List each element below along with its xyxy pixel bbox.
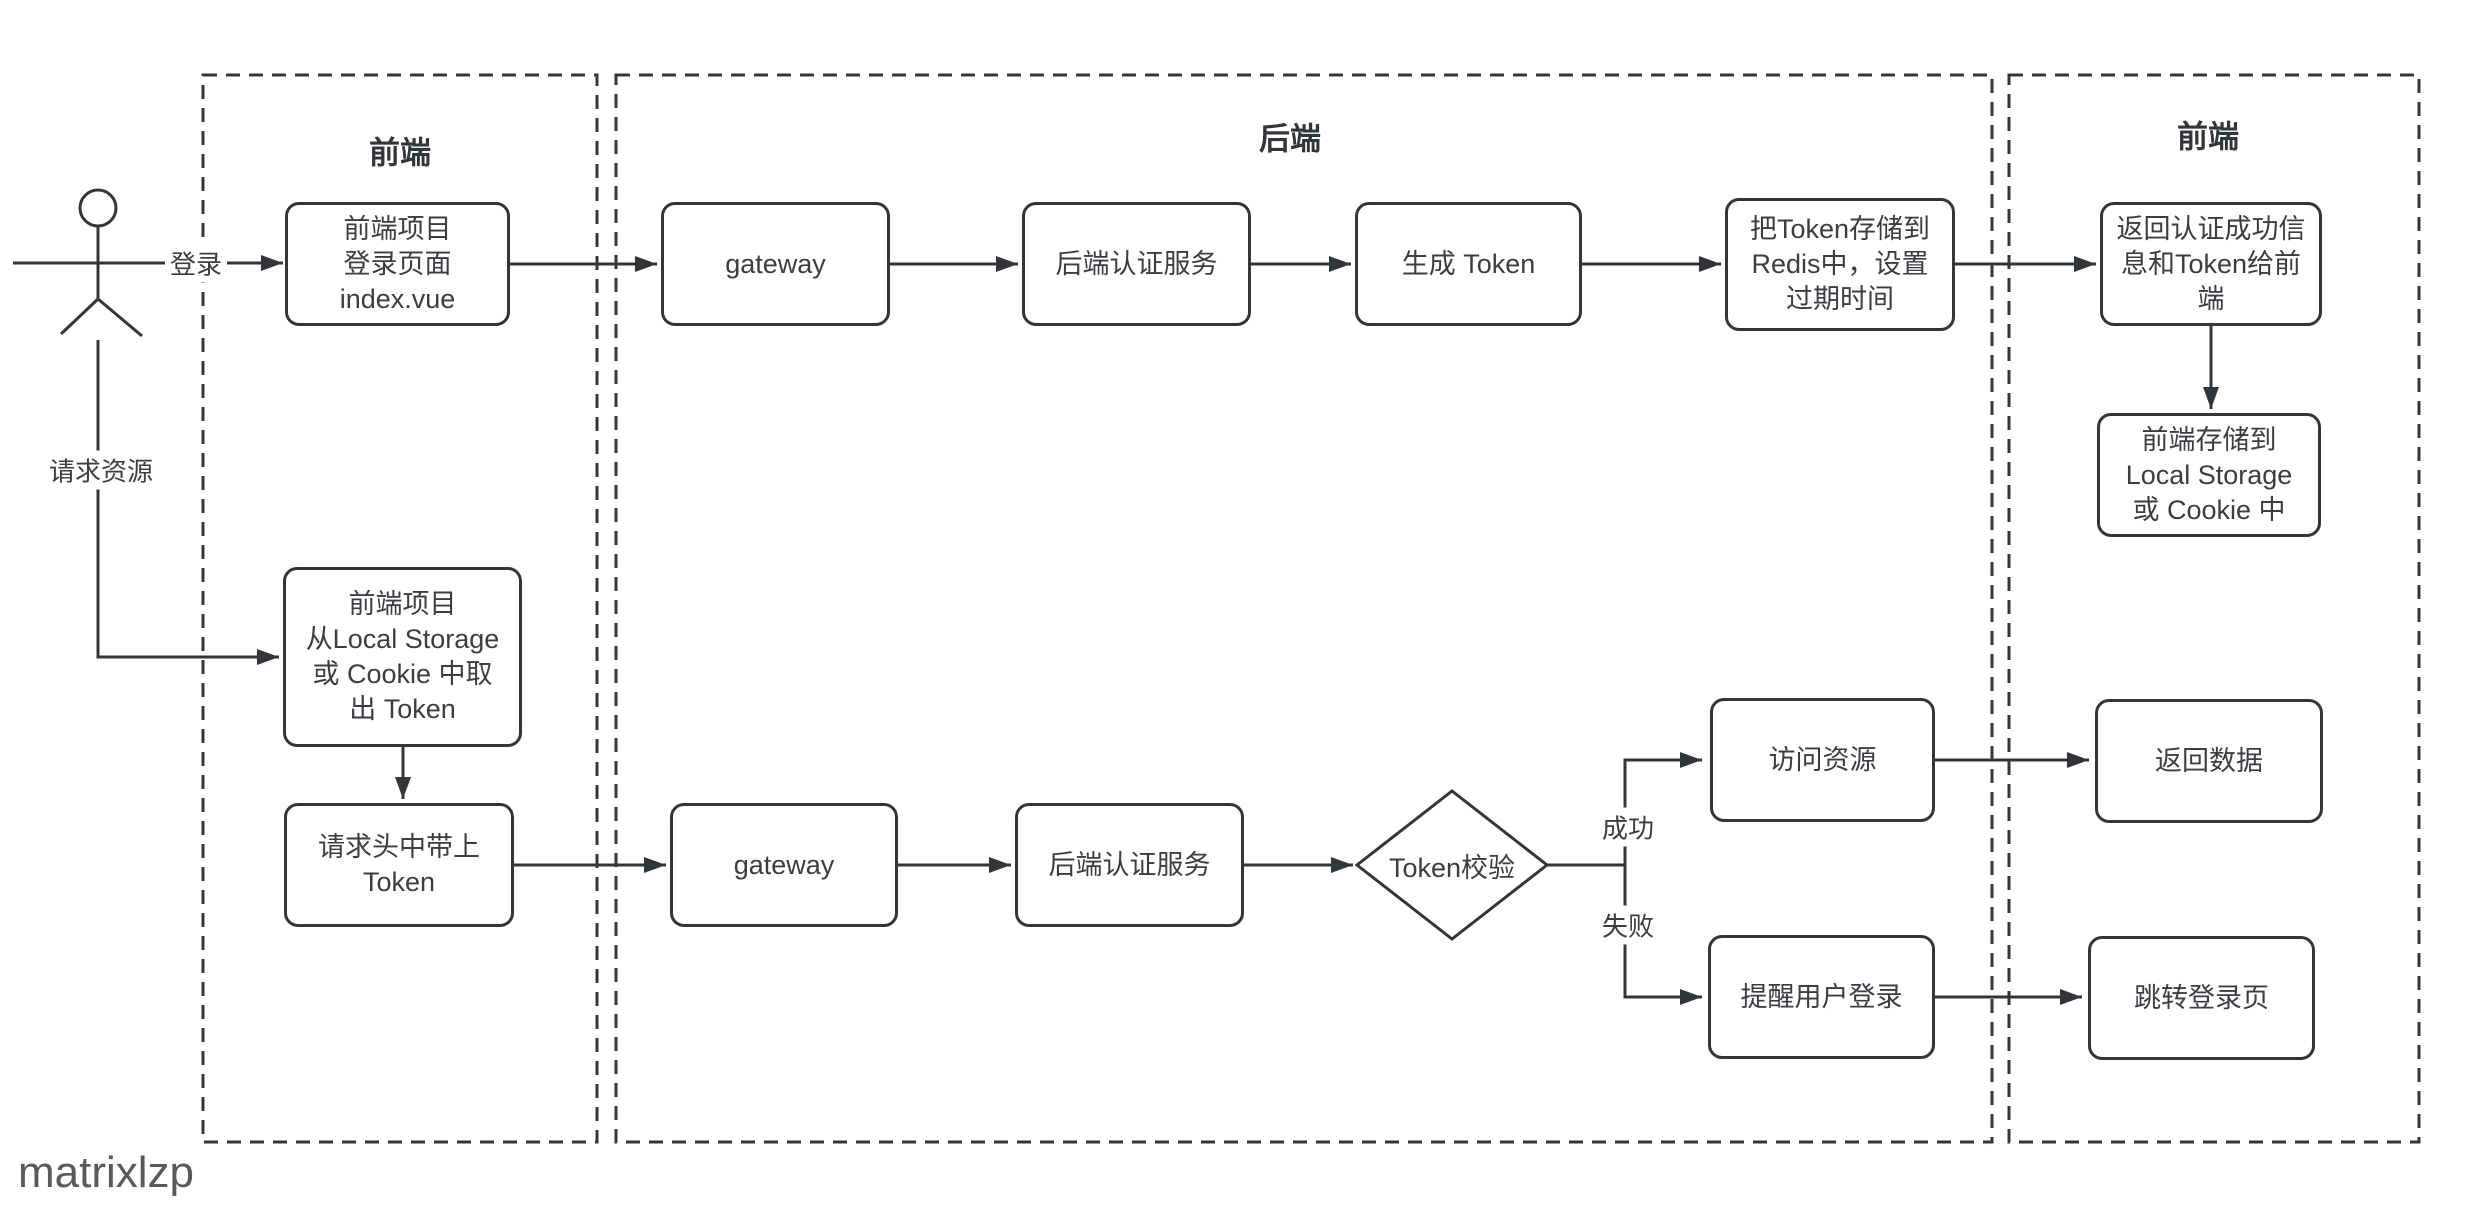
edge-label-request-resource: 请求资源 bbox=[43, 450, 159, 490]
node-gateway-top: gateway bbox=[661, 202, 890, 326]
node-login-page: 前端项目 登录页面 index.vue bbox=[285, 202, 510, 326]
swimlane-label-frontend-right: 前端 bbox=[2177, 119, 2239, 155]
user-actor-icon bbox=[59, 188, 143, 338]
node-return-data: 返回数据 bbox=[2095, 699, 2323, 823]
node-access-resource: 访问资源 bbox=[1710, 698, 1935, 822]
swimlane-backend bbox=[614, 73, 1994, 1144]
swimlane-frontend-right bbox=[2007, 73, 2421, 1144]
actor-leg-left bbox=[59, 297, 100, 336]
token-check-diamond bbox=[1354, 789, 1550, 941]
edge-label-fail: 失败 bbox=[1596, 905, 1660, 945]
node-take-token: 前端项目 从Local Storage 或 Cookie 中取 出 Token bbox=[283, 567, 522, 747]
node-auth-service-top: 后端认证服务 bbox=[1022, 202, 1251, 326]
node-token-check-label: Token校验 bbox=[1388, 852, 1516, 883]
node-gateway-bottom: gateway bbox=[670, 803, 898, 927]
node-remind-login: 提醒用户登录 bbox=[1708, 935, 1935, 1059]
edge-label-success: 成功 bbox=[1596, 807, 1660, 847]
watermark-text: matrixlzp bbox=[18, 1148, 195, 1197]
swimlane-frontend-left bbox=[201, 73, 599, 1144]
edge-label-login: 登录 bbox=[164, 243, 228, 283]
swimlane-label-frontend-left: 前端 bbox=[369, 135, 431, 171]
node-generate-token: 生成 Token bbox=[1355, 202, 1582, 326]
edge-actor-to-take-token bbox=[96, 340, 279, 665]
actor-leg-right bbox=[97, 297, 143, 338]
node-goto-login: 跳转登录页 bbox=[2088, 936, 2315, 1060]
node-request-header-token: 请求头中带上 Token bbox=[284, 803, 514, 927]
actor-head bbox=[78, 188, 118, 228]
node-store-token-redis: 把Token存储到 Redis中，设置 过期时间 bbox=[1725, 198, 1955, 331]
node-frontend-store: 前端存储到 Local Storage 或 Cookie 中 bbox=[2097, 413, 2321, 537]
swimlane-label-backend: 后端 bbox=[1259, 121, 1321, 157]
node-auth-service-bottom: 后端认证服务 bbox=[1015, 803, 1244, 927]
node-return-auth-success: 返回认证成功信 息和Token给前 端 bbox=[2100, 202, 2322, 326]
